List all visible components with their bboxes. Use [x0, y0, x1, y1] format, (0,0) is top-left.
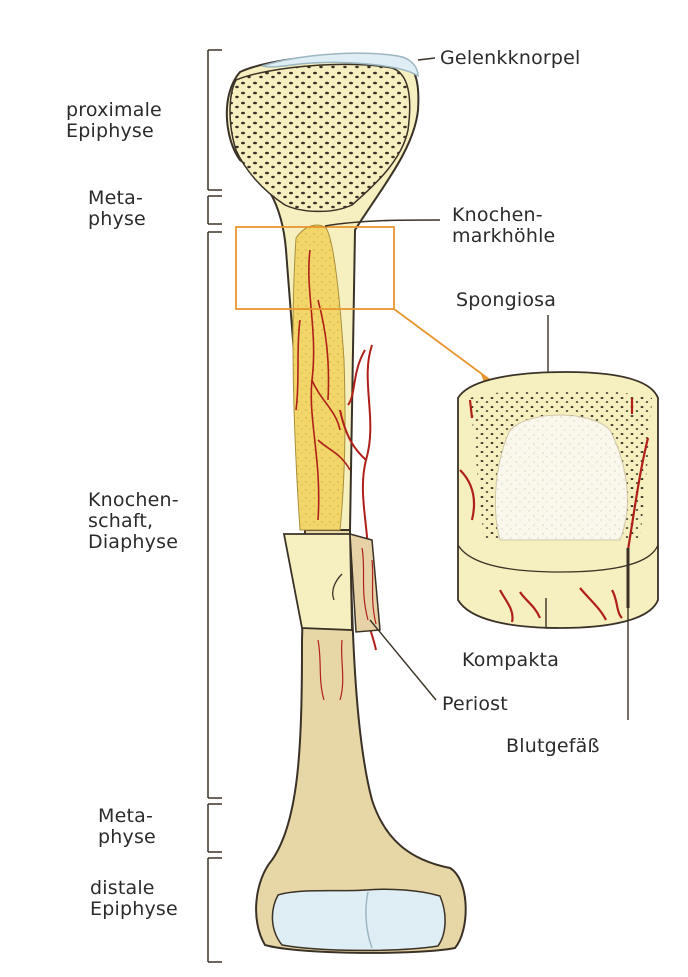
label-line: markhöhle [452, 226, 555, 247]
label-line: Epiphyse [66, 121, 162, 142]
cross-section [458, 372, 658, 628]
label-marrow-cavity: Knochen- markhöhle [452, 205, 555, 247]
label-line: Meta- [88, 188, 146, 209]
label-periost: Periost [442, 694, 508, 715]
label-line: Knochen- [88, 490, 179, 511]
label-line: Knochen- [452, 205, 555, 226]
label-kompakta: Kompakta [462, 650, 559, 671]
label-line: physe [88, 209, 146, 230]
label-line: Diaphyse [88, 532, 179, 553]
label-line: physe [98, 827, 156, 848]
label-upper-metaphysis: Meta- physe [88, 188, 146, 230]
label-line: schaft, [88, 511, 179, 532]
label-line: proximale [66, 100, 162, 121]
label-distal-epiphysis: distale Epiphyse [90, 878, 178, 920]
highlight-arrow [394, 309, 490, 380]
label-proximal-epiphysis: proximale Epiphyse [66, 100, 162, 142]
periost-sleeve [284, 534, 352, 630]
label-cartilage: Gelenkknorpel [440, 48, 581, 69]
distal-cartilage [272, 889, 445, 950]
label-lower-metaphysis: Meta- physe [98, 806, 156, 848]
label-blood-vessel: Blutgefäß [506, 736, 600, 757]
label-line: Epiphyse [90, 899, 178, 920]
label-diaphysis: Knochen- schaft, Diaphyse [88, 490, 179, 553]
left-brackets [208, 50, 222, 962]
label-line: Meta- [98, 806, 156, 827]
label-spongiosa: Spongiosa [456, 290, 556, 311]
label-line: distale [90, 878, 178, 899]
